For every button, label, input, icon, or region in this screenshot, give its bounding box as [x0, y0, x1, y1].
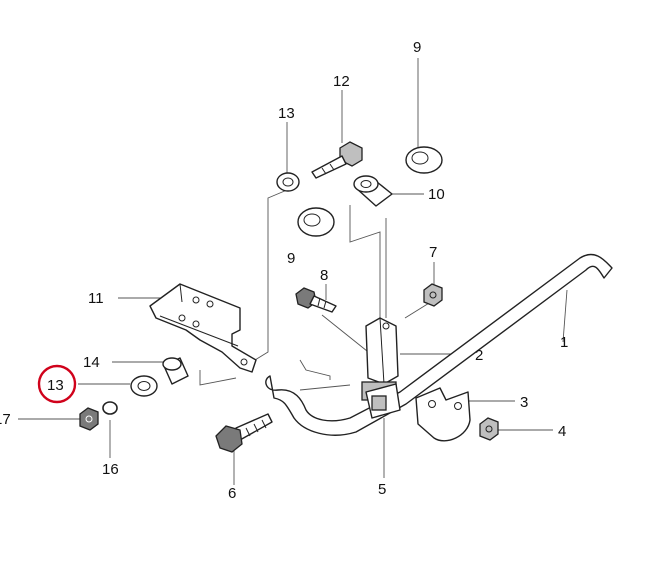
- callout-17: 17: [0, 411, 11, 428]
- bolt-8: [295, 287, 337, 313]
- spacer-10: [353, 175, 393, 207]
- stabilizer-bar: [265, 253, 613, 436]
- bolt-12: [311, 141, 363, 179]
- callout-2: 2: [475, 347, 483, 364]
- bushing-9-left: [297, 207, 335, 237]
- callout-16: 16: [102, 461, 119, 478]
- callout-8: 8: [320, 267, 328, 284]
- callout-14: 14: [83, 354, 100, 371]
- nut-4: [479, 417, 499, 441]
- callout-13-highlighted: 13: [47, 377, 64, 394]
- u-clamp: [415, 387, 471, 442]
- bolt-6: [215, 413, 273, 453]
- callout-3: 3: [520, 394, 528, 411]
- highlight-circle: [37, 364, 77, 404]
- ring-16: [102, 401, 118, 415]
- bar-clamp: [365, 383, 401, 419]
- callout-7: 7: [429, 244, 437, 261]
- bushing-9-top: [405, 146, 443, 174]
- callout-11: 11: [88, 290, 104, 307]
- callout-labels: 1 2 3 4 5 6 7 8 9 9 10 11 12 13 14 16 17…: [0, 39, 568, 502]
- lever-bracket: [149, 283, 257, 373]
- callout-5: 5: [378, 481, 386, 498]
- callout-9-top: 9: [413, 39, 421, 56]
- callout-1: 1: [560, 334, 568, 351]
- spacer-14: [162, 357, 189, 385]
- nut-17: [79, 407, 99, 431]
- nut-7: [423, 283, 443, 307]
- callout-10: 10: [428, 186, 445, 203]
- callout-13-top: 13: [278, 105, 295, 122]
- callout-12: 12: [333, 73, 350, 90]
- callout-9-left: 9: [287, 250, 295, 267]
- callout-4: 4: [558, 423, 566, 440]
- washer-13-left: [130, 375, 158, 397]
- callout-6: 6: [228, 485, 236, 502]
- washer-13-top: [276, 172, 300, 192]
- leader-lines: [18, 58, 568, 485]
